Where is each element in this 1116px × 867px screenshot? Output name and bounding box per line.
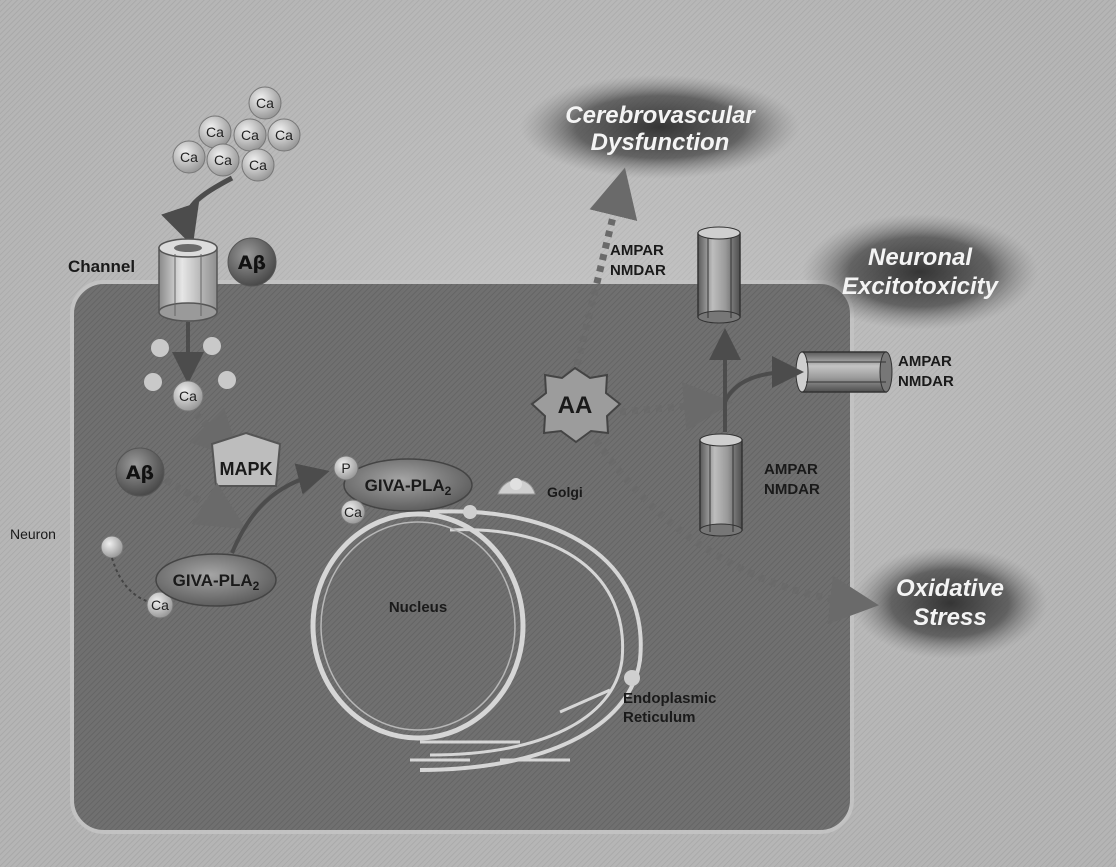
calcium-label: Ca — [256, 95, 274, 111]
intracellular-calcium — [144, 337, 236, 391]
calcium-dot — [203, 337, 221, 355]
aa-label: AA — [558, 392, 593, 419]
phosphate-group — [333, 455, 359, 481]
pla2-translocation-arrow — [230, 463, 330, 554]
aa-to-receptors-arrow — [619, 382, 733, 431]
calcium-label: Ca — [151, 597, 169, 613]
nucleus-inner-membrane — [320, 521, 516, 731]
calcium-label: Ca — [206, 124, 224, 140]
nucleus-label: Nucleus — [389, 599, 447, 616]
calcium-dot — [151, 339, 169, 357]
calcium-influx-arrow — [161, 175, 234, 247]
channel-label: Channel — [68, 257, 135, 276]
mapk-shape — [210, 431, 282, 487]
calcium-dot — [144, 373, 162, 391]
er-membrane — [419, 509, 643, 772]
channel-pore — [174, 244, 202, 252]
receptor-top-line1: AMPAR — [610, 242, 664, 259]
calcium-ion — [206, 143, 240, 177]
abeta-left-label: Aβ — [126, 462, 154, 484]
calcium-label: Ca — [275, 127, 293, 143]
cerebrovascular-line2: Dysfunction — [591, 129, 730, 156]
receptor-top-line2: NMDAR — [610, 262, 666, 279]
channel-bottom — [158, 302, 218, 322]
oxidative-glow — [852, 547, 1048, 659]
er-vesicle — [624, 670, 640, 686]
receptor-bottom-line1: AMPAR — [764, 461, 818, 478]
cerebrovascular-line1: Cerebrovascular — [565, 102, 756, 129]
calcium-label: Ca — [214, 152, 232, 168]
receptor-bottom — [699, 433, 743, 537]
receptor-right-base — [879, 351, 893, 393]
receptor-top-base — [697, 310, 741, 324]
receptor-trafficking-right-arrow — [723, 356, 804, 403]
calcium-dot — [218, 371, 236, 389]
arachidonic-acid-star — [530, 366, 622, 444]
calcium-ion — [241, 148, 275, 182]
channel-body — [158, 247, 218, 313]
er-vesicle — [463, 505, 477, 519]
receptor-top-body — [697, 232, 741, 318]
excitotoxicity-glow — [802, 214, 1038, 330]
calcium-to-mapk-arrow — [188, 407, 241, 461]
receptor-bottom-base — [699, 523, 743, 537]
excitotoxicity-line1: Neuronal — [868, 244, 973, 271]
receptor-bottom-body — [699, 439, 743, 531]
receptor-right — [795, 351, 893, 393]
oxidative-line2: Stress — [913, 604, 986, 631]
receptor-bottom-line2: NMDAR — [764, 481, 820, 498]
receptor-right-cap — [795, 351, 809, 393]
oxidative-line1: Oxidative — [896, 575, 1004, 602]
cerebrovascular-glow — [520, 75, 800, 179]
giva-pla2-cytosolic — [155, 553, 277, 607]
aa-to-oxidative-arrow — [593, 438, 879, 625]
calcium-ion-neuron — [146, 591, 174, 619]
calcium-label: Ca — [241, 127, 259, 143]
er-membrane — [559, 688, 611, 714]
abeta-left — [115, 447, 165, 497]
golgi-vesicle — [510, 478, 522, 490]
giva-pla2-membrane-label: GIVA-PLA2 — [365, 476, 452, 498]
er-label-line1: Endoplasmic — [623, 690, 716, 707]
er-label-line2: Reticulum — [623, 709, 696, 726]
neuron-dotted-path — [111, 557, 151, 603]
neuron-label: Neuron — [10, 526, 56, 542]
calcium-label: Ca — [344, 504, 362, 520]
er-membrane — [429, 528, 625, 757]
receptor-top-cap — [697, 226, 741, 240]
giva-pla2-cytosolic-label: GIVA-PLA2 — [173, 571, 260, 593]
receptor-bottom-cap — [699, 433, 743, 447]
receptor-top — [697, 226, 741, 324]
calcium-ion-intracellular — [172, 380, 204, 412]
receptor-right-body — [801, 351, 887, 393]
calcium-channel — [158, 238, 218, 322]
abeta-top-label: Aβ — [238, 252, 266, 274]
giva-pla2-membrane — [343, 458, 473, 512]
abeta-top — [227, 237, 277, 287]
calcium-label: Ca — [249, 157, 267, 173]
calcium-cluster: Ca Ca Ca Ca Ca Ca Ca — [172, 86, 301, 182]
nucleus — [310, 511, 526, 741]
abeta-to-pla2-arrow — [164, 477, 246, 529]
golgi-label: Golgi — [547, 484, 583, 500]
calcium-ion — [267, 118, 301, 152]
endoplasmic-reticulum — [410, 505, 643, 772]
calcium-ion — [172, 140, 206, 174]
calcium-ion — [248, 86, 282, 120]
neuron-cell — [70, 280, 854, 834]
calcium-label: Ca — [179, 388, 197, 404]
excitotoxicity-line2: Excitotoxicity — [842, 273, 1000, 300]
receptor-right-line2: NMDAR — [898, 373, 954, 390]
mapk-label: MAPK — [220, 459, 273, 479]
neuron-dot — [100, 535, 124, 559]
phosphate-label: P — [341, 460, 350, 476]
receptor-right-line1: AMPAR — [898, 353, 952, 370]
calcium-ion-bound — [340, 499, 366, 525]
calcium-label: Ca — [180, 149, 198, 165]
